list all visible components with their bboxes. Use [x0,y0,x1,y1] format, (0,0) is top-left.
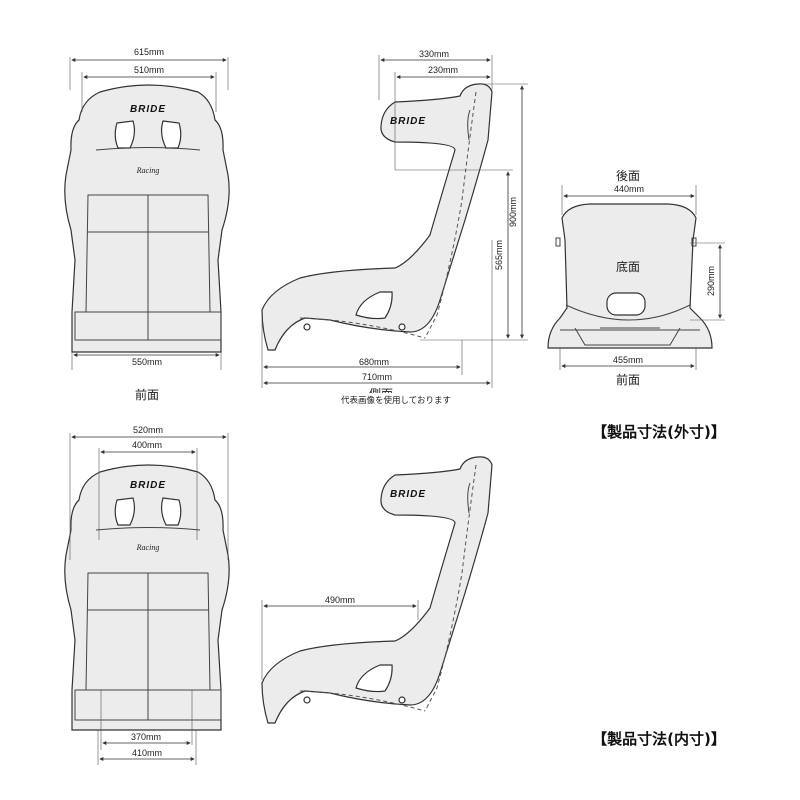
rear-width-top: 440mm [614,184,644,194]
representative-image-note: 代表画像を使用しております [341,395,451,406]
rear-front-caption: 前面 [616,372,640,387]
outer-front-caption: 前面 [135,387,159,402]
outer-side-view: BRIDE 330mm 230mm 900mm 565mm 680mm 710m… [261,49,528,406]
outer-rear-view: 後面 440mm 底面 290mm 455mm 前面 [547,169,725,387]
outer-front-view: BRIDE Racing 615mm 510mm 550mm 前面 [64,47,230,402]
inner-front-width-low1: 370mm [131,732,161,742]
outer-front-width-base: 550mm [132,357,162,367]
rear-width-base: 455mm [613,355,643,365]
inner-side-view: BRIDE 490mm [261,456,493,724]
outer-front-script-logo: Racing [136,166,160,175]
rear-height: 290mm [706,266,716,296]
bottom-face-label: 底面 [616,259,640,274]
outer-side-brand-logo: BRIDE [390,116,426,127]
inner-front-script-logo: Racing [136,543,160,552]
inner-front-view: BRIDE Racing 520mm 400mm 370mm 410mm [64,425,230,765]
outer-side-top-inner: 230mm [428,65,458,75]
outer-side-depth-inner: 680mm [359,357,389,367]
inner-dimensions-label: 【製品寸法(内寸)】 [592,730,726,748]
outer-front-brand-logo: BRIDE [130,104,166,115]
inner-front-width-outer: 520mm [133,425,163,435]
outer-side-height-total: 900mm [508,197,518,227]
inner-front-width-low2: 410mm [132,748,162,758]
outer-side-depth-outer: 710mm [362,372,392,382]
outer-dimensions-label: 【製品寸法(外寸)】 [592,423,726,441]
inner-side-brand-logo: BRIDE [390,489,426,500]
outer-side-height-mid: 565mm [494,240,504,270]
inner-front-brand-logo: BRIDE [130,480,166,491]
inner-front-width-inner: 400mm [132,440,162,450]
outer-front-width-inner: 510mm [134,65,164,75]
outer-side-top-outer: 330mm [419,49,449,59]
inner-side-depth: 490mm [325,595,355,605]
rear-view-title: 後面 [616,169,640,183]
outer-front-width-outer: 615mm [134,47,164,57]
